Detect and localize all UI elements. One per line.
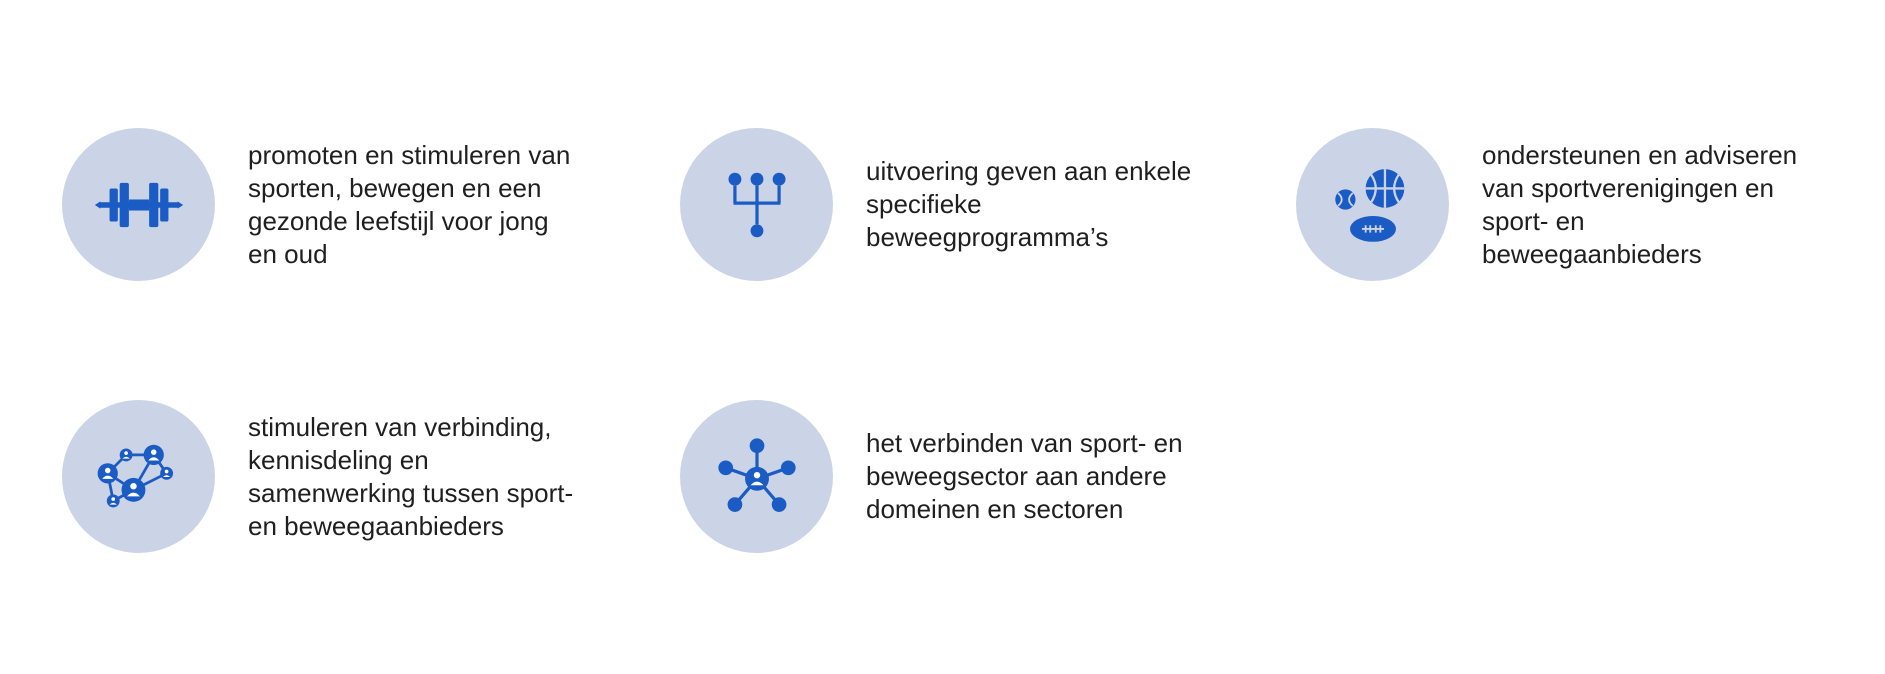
dumbbell-icon	[94, 182, 183, 227]
activity-text: stimuleren van verbinding, kennisdeling …	[248, 411, 574, 541]
activity-text: ondersteunen en adviseren van sportveren…	[1482, 139, 1798, 269]
hierarchy-icon	[727, 172, 786, 237]
icon-circle	[62, 400, 215, 553]
activity-text: het verbinden van sport- en beweegsector…	[866, 428, 1183, 524]
icon-circle	[680, 400, 833, 553]
activity-item-knowledge-sharing: stimuleren van verbinding, kennisdeling …	[62, 400, 608, 553]
activity-text: promoten en stimuleren van sporten, bewe…	[248, 139, 571, 269]
activity-item-cross-sector: het verbinden van sport- en beweegsector…	[680, 400, 1226, 553]
activity-item-sport-promotion: promoten en stimuleren van sporten, bewe…	[62, 128, 608, 281]
activity-item-support-clubs: ondersteunen en adviseren van sportveren…	[1296, 128, 1842, 281]
sports-balls-icon	[1334, 168, 1404, 242]
people-network-icon	[97, 444, 173, 507]
activity-text: uitvoering geven aan enkele specifieke b…	[866, 156, 1192, 252]
icon-circle	[1296, 128, 1449, 281]
activity-item-programs: uitvoering geven aan enkele specifieke b…	[680, 128, 1226, 281]
icon-circle	[62, 128, 215, 281]
icon-circle	[680, 128, 833, 281]
hub-network-icon	[717, 437, 796, 512]
